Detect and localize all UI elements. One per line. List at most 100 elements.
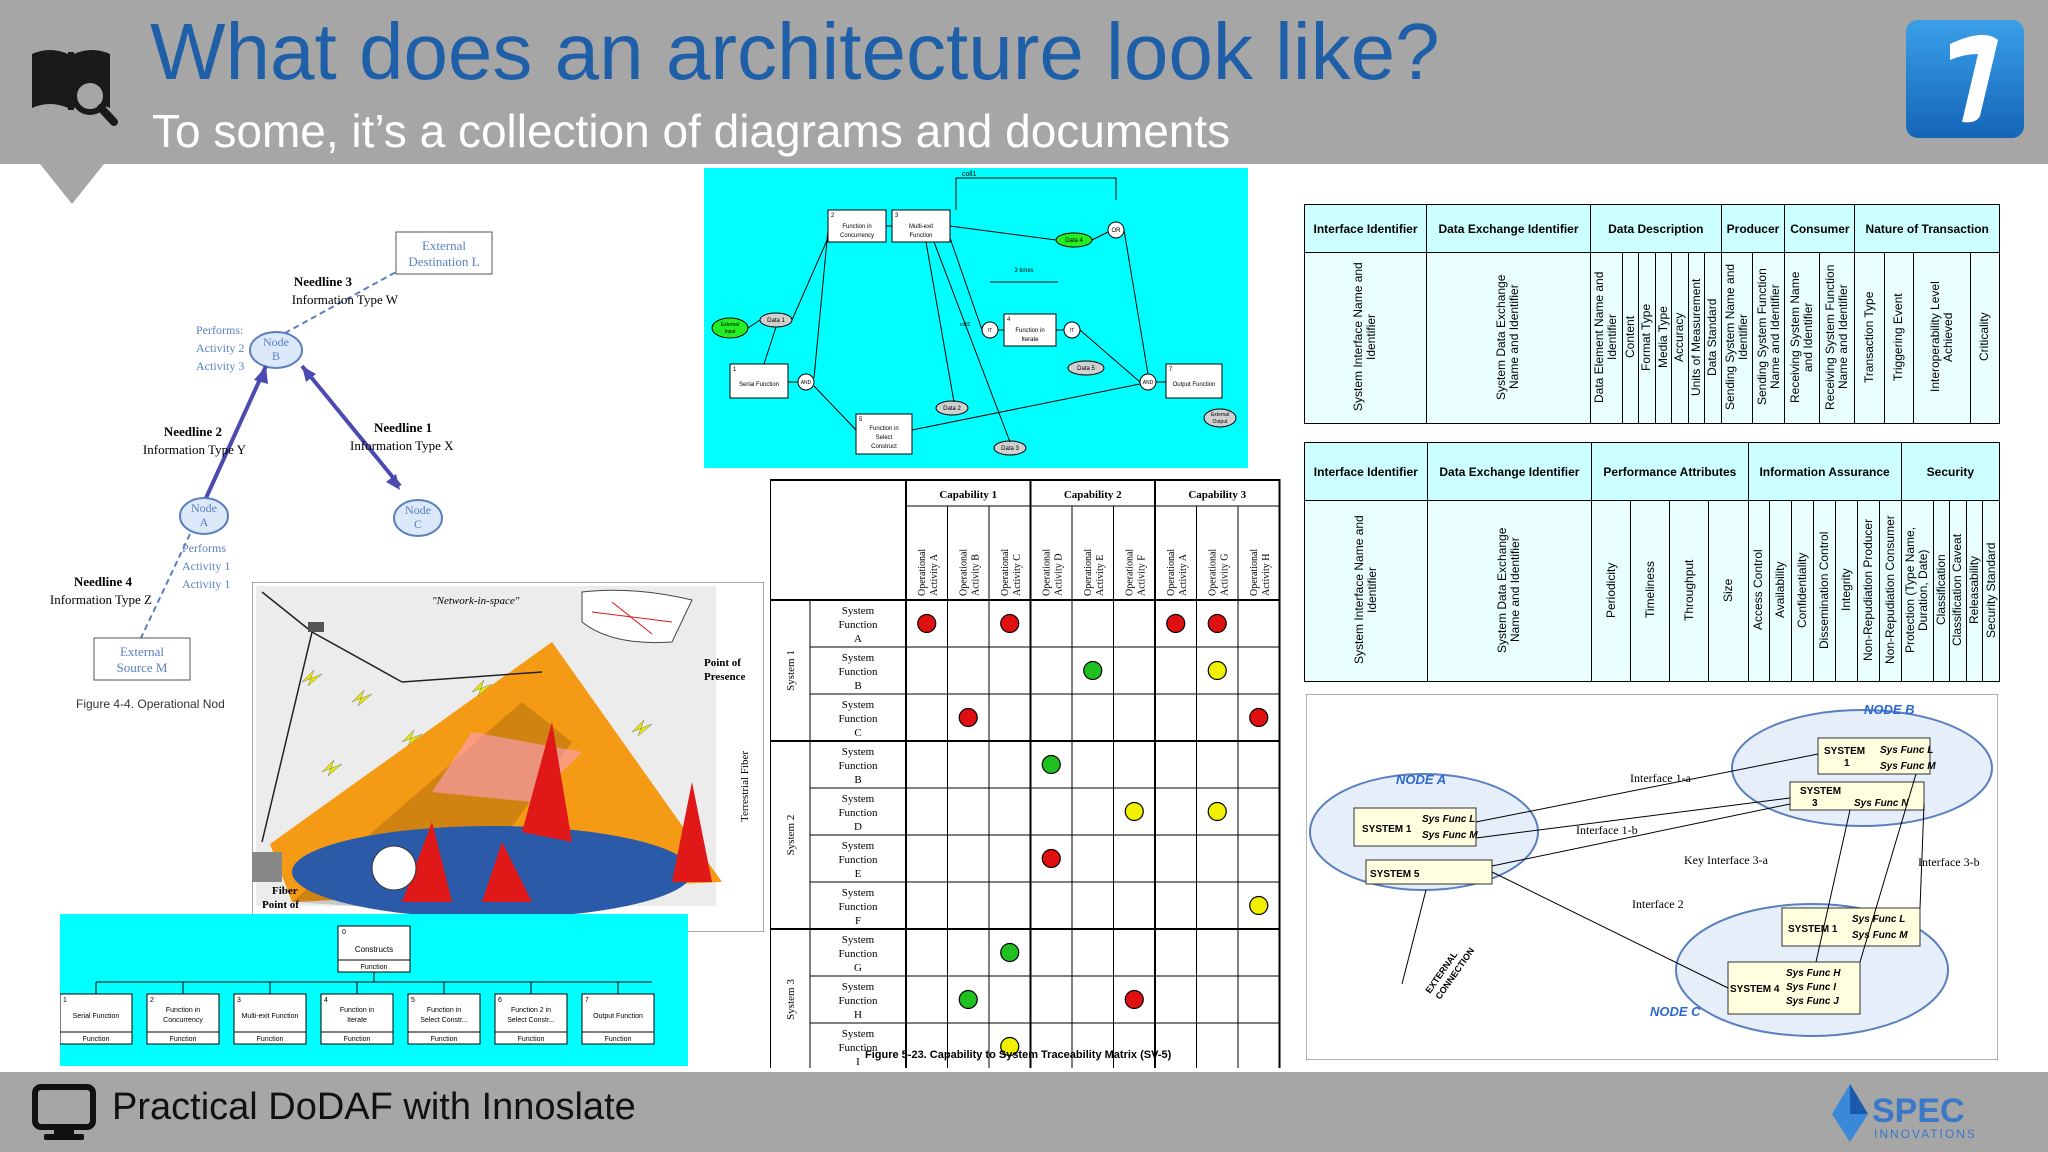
svg-text:3: 3 [237,997,241,1004]
svg-text:Iterate: Iterate [1021,337,1039,343]
column-header: System Data Exchange Name and Identifier [1426,252,1591,424]
activity-header: Activity G [1219,554,1230,597]
ext-dest-label: External [422,238,466,253]
svg-text:Function: Function [170,1036,197,1043]
column-header: Availability [1769,500,1793,682]
system-label: System 3 [785,979,797,1020]
activity-header: Operational [1000,549,1011,596]
efbd-ext-output [1203,408,1237,428]
function-label: System [842,699,875,711]
traceability-dot [1207,660,1227,681]
function-label: System [842,605,875,617]
column-header: Media Type [1654,252,1673,424]
svg-text:Sys Func M: Sys Func M [1880,761,1936,772]
svg-text:Sys Func H: Sys Func H [1786,968,1841,979]
node-b [249,331,303,369]
function-label: Function [838,807,878,819]
traceability-dot [1124,801,1144,822]
svg-text:Function: Function [83,1036,110,1043]
svg-text:Sys Func L: Sys Func L [1422,814,1475,825]
svg-text:Serial Function: Serial Function [739,382,779,388]
svg-text:Fiber: Fiber [272,885,298,897]
needline3-label: Needline 3 [294,274,353,289]
svg-text:Sys Func M: Sys Func M [1852,930,1908,941]
column-header: Timeliness [1630,500,1671,682]
column-header: Non-Repudiation Producer [1856,500,1880,682]
svg-text:Sys Func L: Sys Func L [1880,745,1933,756]
column-header: Non-Repudiation Consumer [1878,500,1902,682]
function-letter: C [854,727,861,739]
svg-text:Sys Func M: Sys Func M [1422,830,1478,841]
function-label: Function [838,713,878,725]
page-subtitle: To some, it’s a collection of diagrams a… [152,105,1231,157]
svg-text:Performs: Performs [182,541,226,555]
column-header: System Data Exchange Name and Identifier [1426,500,1593,682]
svg-text:Function in: Function in [869,426,898,432]
svg-text:Node: Node [191,501,217,515]
svg-text:C: C [414,517,422,531]
svg-text:Information Type W: Information Type W [292,292,399,307]
activity-header: Activity D [1053,554,1064,597]
column-header: Format Type [1638,252,1656,424]
activity-header: Activity A [929,553,940,596]
svg-text:Interface 1-a: Interface 1-a [1630,771,1692,785]
svg-text:Sys Func N: Sys Func N [1854,798,1909,809]
svg-text:Activity 2: Activity 2 [196,341,244,355]
function-letter: B [854,680,861,692]
function-label: Function [838,901,878,913]
activity-header: Activity B [970,554,981,596]
function-letter: H [854,1009,862,1021]
traceability-dot [1207,801,1227,822]
system-label: System 1 [785,650,797,691]
traceability-dot [1249,707,1269,728]
svg-text:Presence: Presence [704,671,745,683]
column-header: Access Control [1747,500,1771,682]
svg-text:Function: Function [605,1036,632,1043]
traceability-dot [1083,660,1103,681]
svg-text:Function 2 in: Function 2 in [511,1007,551,1014]
sv6-table-2: Interface Identifier Data Exchange Ident… [1304,442,2001,682]
svg-text:SYSTEM: SYSTEM [1800,786,1841,797]
column-header: Classification Caveat [1949,500,1967,682]
svg-text:Sys Func I: Sys Func I [1786,982,1836,993]
header-notch [40,164,104,204]
function-label: System [842,840,875,852]
efbd-node-3 [891,209,951,243]
svg-text:External: External [721,322,739,328]
svg-text:Input: Input [724,329,736,335]
svg-text:coll1: coll1 [962,171,977,178]
efbd-node-1 [729,363,789,399]
svg-text:Point of: Point of [704,657,741,669]
svg-text:1: 1 [733,367,737,373]
svg-text:Function in: Function in [1015,328,1044,334]
svg-text:NODE A: NODE A [1396,772,1446,787]
svg-text:OR: OR [1112,228,1122,234]
sv1-network-illustration: "Network-in-space" Point of Presence Ter… [252,582,764,932]
column-header: Confidentiality [1791,500,1815,682]
page-title: What does an architecture look like? [150,7,1440,96]
svg-text:5: 5 [859,417,863,423]
network-in-space-label: "Network-in-space" [432,595,520,607]
column-header: Accuracy [1671,252,1689,424]
svg-text:INNOVATIONS: INNOVATIONS [1874,1127,1977,1141]
function-label: Function [838,619,878,631]
function-letter: B [854,774,861,786]
column-header: System Interface Name and Identifier [1303,252,1428,424]
column-header: Interoperability Level Achieved [1913,252,1971,424]
svg-text:1: 1 [1844,758,1850,769]
svg-text:2: 2 [150,997,154,1004]
svg-text:B: B [272,349,280,363]
traceability-dot [1249,895,1269,916]
footer-bar [0,1072,2048,1152]
traceability-dot [1041,848,1061,869]
svg-text:SPEC: SPEC [1872,1092,1965,1130]
svg-text:0: 0 [342,929,346,936]
svg-text:AND: AND [801,380,812,386]
svg-text:Constructs: Constructs [355,945,393,954]
svg-text:Function: Function [257,1036,284,1043]
svg-text:Sys Func L: Sys Func L [1852,914,1905,925]
svg-text:Output Function: Output Function [593,1013,643,1020]
svg-text:Key Interface 3-a: Key Interface 3-a [1684,853,1769,867]
